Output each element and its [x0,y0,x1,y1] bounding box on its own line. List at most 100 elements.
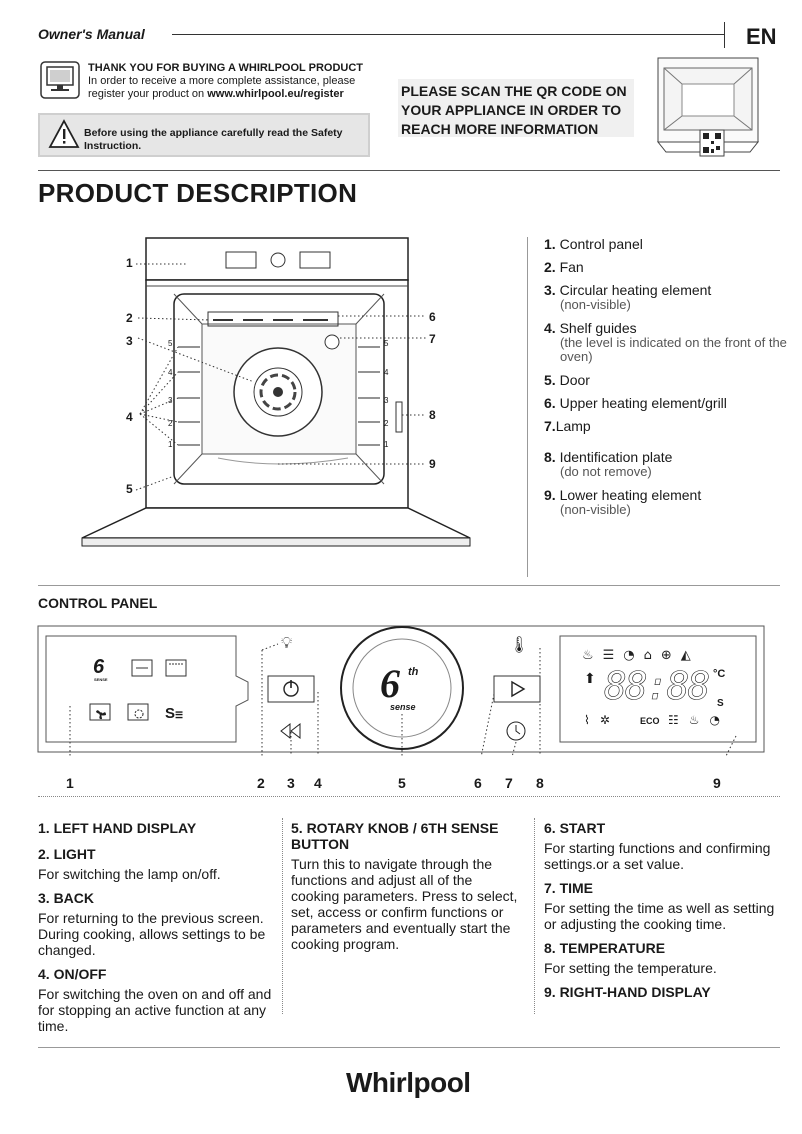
desc-temperature-title: 8. TEMPERATURE [544,940,666,956]
shelf-level-left-5: 5 [168,339,173,348]
desc-light-text: For switching the lamp on/off. [38,866,221,882]
light-button[interactable] [278,632,304,654]
register-block: THANK YOU FOR BUYING A WHIRLPOOL PRODUCT… [88,62,378,101]
rotary-knob[interactable] [346,626,468,748]
register-heading: THANK YOU FOR BUYING A WHIRLPOOL PRODUCT [88,62,363,74]
section-divider-mid [38,585,780,586]
left-6th-sense-logo: 6 [93,656,105,678]
diagram-callout-1: 1 [126,256,133,270]
desc-knob-title: 5. ROTARY KNOB / 6TH SENSE BUTTON [291,820,499,852]
manual-title: Owner's Manual [38,26,145,42]
legend-item-9: 9. Lower heating element (non-visible) [544,487,702,517]
shelf-level-right-1: 1 [384,440,389,449]
cp-callout-4: 4 [314,775,322,791]
right-display-function-icons: ♨☰◔⌂⊕◭ [582,648,700,663]
legend-item-1: 1. Control panel [544,236,643,252]
knob-sense-label: sense [390,702,416,712]
desc-column-3: 6. START For starting functions and conf… [544,820,780,1004]
cp-callout-9: 9 [713,775,721,791]
cp-callout-3: 3 [287,775,295,791]
legend-item-5: 5. Door [544,372,590,388]
desc-back-text: For returning to the previous screen. Du… [38,910,266,958]
knob-th-suffix: th [408,666,419,678]
product-description-title: PRODUCT DESCRIPTION [38,178,358,208]
right-display-s: S [717,698,724,709]
left-sense-label: SENSE [94,677,108,682]
start-button[interactable] [494,676,540,702]
brand-logo: Whirlpool [346,1067,471,1098]
fan-icon [96,710,106,720]
desc-time-title: 7. TIME [544,880,594,896]
right-display-arrow: ⬆ [584,670,596,686]
knob-6-numeral: 6 [380,661,400,706]
oven-diagram [81,237,471,547]
cp-callout-7: 7 [505,775,513,791]
control-panel-diagram [37,625,765,756]
legend-item-7: 7.Lamp [544,418,591,434]
section-divider-top [38,170,780,171]
desc-start-text: For starting functions and confirming se… [544,840,771,872]
time-button[interactable] [504,720,526,742]
col-divider-2 [534,818,535,1014]
cp-callout-5: 5 [398,775,406,791]
right-display-bottom-icons: ⌇✲ [584,713,620,727]
fan-grill-icon [134,709,144,719]
shelf-level-left-2: 2 [168,419,173,428]
settings-s-icon: S☰ [165,705,184,722]
cp-callout-1: 1 [66,775,74,791]
register-url[interactable]: www.whirlpool.eu/register [207,88,344,100]
thermometer-icon: 🌡︎ [509,635,530,654]
qr-notice-text: PLEASE SCAN THE QR CODE ON YOUR APPLIANC… [401,83,627,137]
col-divider-1 [282,818,283,1014]
right-display-eco: ECO [640,716,660,726]
temperature-button[interactable] [504,632,530,654]
right-display-digits: 88:88 [604,664,711,709]
desc-column-2: 5. ROTARY KNOB / 6TH SENSE BUTTON Turn t… [291,820,523,960]
cp-callout-6: 6 [474,775,482,791]
desc-knob-text: Turn this to navigate through the functi… [291,856,518,952]
legend-item-3: 3. Circular heating element (non-visible… [544,282,712,312]
diagram-callout-7: 7 [429,332,436,346]
shelf-level-right-3: 3 [384,396,389,405]
desc-back-title: 3. BACK [38,890,95,906]
desc-onoff-text: For switching the oven on and off and fo… [38,986,272,1034]
header-tick [724,22,725,48]
back-button[interactable] [276,720,302,740]
diagram-callout-2: 2 [126,311,133,325]
on-off-button[interactable] [268,676,314,702]
legend-item-4: 4. Shelf guides (the level is indicated … [544,320,787,364]
power-icon [255,677,256,678]
shelf-level-right-2: 2 [384,419,389,428]
diagram-callout-8: 8 [429,408,436,422]
qr-notice-box [398,79,634,137]
desc-start-title: 6. START [544,820,606,836]
shelf-level-left-3: 3 [168,396,173,405]
desc-temperature-text: For setting the temperature. [544,960,717,976]
diagram-callout-9: 9 [429,457,436,471]
cp-callout-8: 8 [536,775,544,791]
diagram-callout-3: 3 [126,334,133,348]
legend-item-6: 6. Upper heating element/grill [544,395,727,411]
warning-icon [48,119,80,148]
language-code: EN [746,24,777,49]
desc-time-text: For setting the time as well as setting … [544,900,775,932]
desc-right-display-title: 9. RIGHT-HAND DISPLAY [544,984,711,1000]
computer-icon [40,61,80,99]
right-display-bottom-icons-2: ☷♨◔ [668,713,730,727]
legend-divider [527,237,528,577]
register-line1: In order to receive a more complete assi… [88,75,356,87]
shelf-level-left-1: 1 [168,440,173,449]
legend-item-2: 2. Fan [544,259,584,275]
safety-notice-box [38,113,370,157]
safety-notice-text: Before using the appliance carefully rea… [84,127,343,152]
right-display-unit: °C [713,668,726,680]
desc-column-1: 1. LEFT HAND DISPLAY 2. LIGHT For switch… [38,820,276,1042]
lamp-icon: 💡︎ [281,633,293,652]
diagram-callout-4: 4 [126,410,133,424]
diagram-callout-6: 6 [429,310,436,324]
desc-light-title: 2. LIGHT [38,846,96,862]
shelf-level-right-4: 4 [384,368,389,377]
control-panel-title: CONTROL PANEL [38,595,158,611]
desc-onoff-title: 4. ON/OFF [38,966,107,982]
oven-qr-icon [656,57,760,157]
